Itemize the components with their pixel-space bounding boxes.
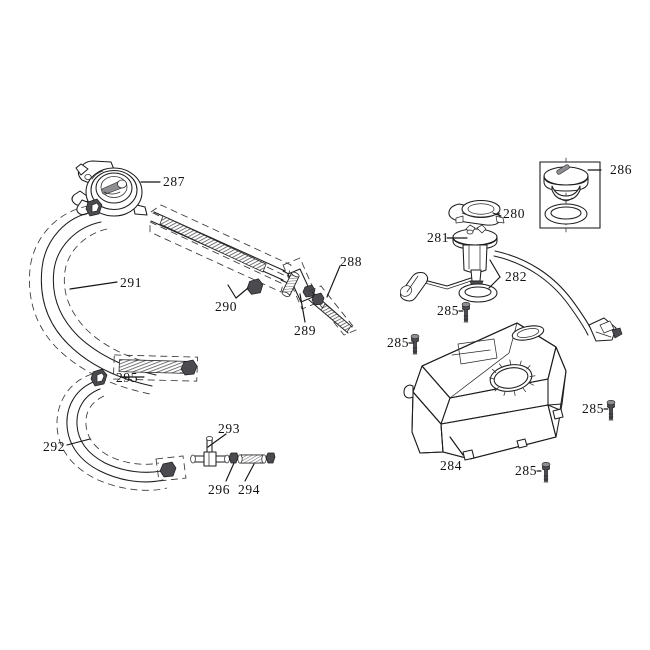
part-280-flange-ring bbox=[448, 199, 505, 226]
bolt bbox=[541, 461, 551, 483]
part-294-pipe bbox=[237, 454, 267, 464]
callout-295: 295 bbox=[116, 370, 139, 385]
callout-281: 281 bbox=[427, 230, 450, 245]
hose-clip-295 bbox=[90, 368, 108, 387]
part-293-tee-fitting bbox=[190, 436, 230, 467]
callout-285-right: 285 bbox=[582, 401, 605, 416]
callout-285-top: 285 bbox=[437, 303, 460, 318]
bolt bbox=[606, 399, 616, 421]
callout-288: 288 bbox=[340, 254, 363, 269]
hose-end-fitting bbox=[155, 455, 187, 482]
part-282-oring-seal bbox=[458, 283, 498, 303]
part-288-fuel-hose-outlet bbox=[308, 285, 357, 336]
callout-296: 296 bbox=[208, 482, 231, 497]
callout-282: 282 bbox=[505, 269, 528, 284]
callout-292: 292 bbox=[43, 439, 66, 454]
callout-280: 280 bbox=[503, 206, 526, 221]
part-284-fuel-tank bbox=[403, 322, 567, 461]
hose-sleeve bbox=[112, 354, 199, 382]
hose-clip bbox=[85, 198, 103, 217]
callout-285-bottom: 285 bbox=[515, 463, 538, 478]
callout-290: 290 bbox=[215, 299, 238, 314]
bolt bbox=[410, 333, 420, 355]
part-285-bolts bbox=[410, 301, 616, 483]
part-286-filler-cap bbox=[539, 157, 601, 235]
sender-wiring-harness bbox=[493, 250, 623, 342]
callout-286: 286 bbox=[610, 162, 633, 177]
hose-clip bbox=[246, 278, 264, 295]
callout-285-left: 285 bbox=[387, 335, 410, 350]
part-281-sender-unit bbox=[399, 224, 498, 302]
part-290-fuel-hose-long bbox=[149, 204, 301, 295]
leader-lines bbox=[66, 169, 609, 482]
callout-293: 293 bbox=[218, 421, 241, 436]
callout-284: 284 bbox=[440, 458, 463, 473]
part-291-fuel-hose-return bbox=[29, 198, 199, 395]
callout-291: 291 bbox=[120, 275, 143, 290]
callout-287: 287 bbox=[163, 174, 186, 189]
callout-289: 289 bbox=[294, 323, 317, 338]
callout-294: 294 bbox=[238, 482, 261, 497]
part-296-clips bbox=[228, 452, 276, 464]
bolt bbox=[461, 301, 471, 323]
part-287-fuel-pump bbox=[71, 160, 148, 217]
part-292-fuel-hose-vent bbox=[56, 368, 187, 491]
